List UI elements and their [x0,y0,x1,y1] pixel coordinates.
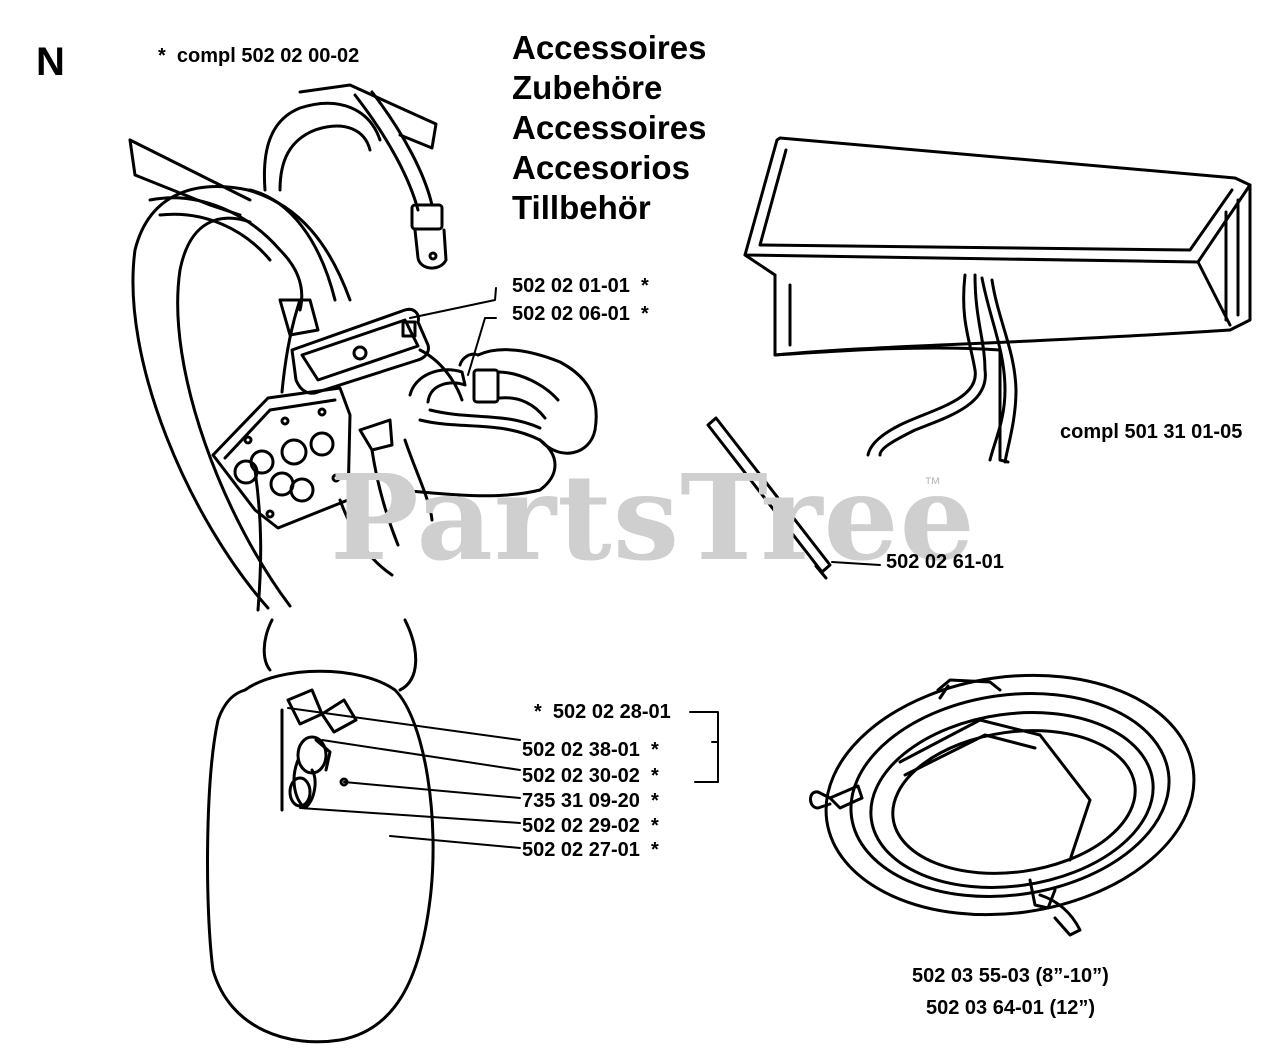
bag-compl-label: compl 501 31 01-05 [1060,421,1243,443]
title-german: Zubehöre [512,69,663,106]
guard-part-label: 502 03 55-03 (8”-10”) [912,965,1109,987]
watermark-text: PartsTree [330,448,976,587]
shield-part-label: 502 02 38-01 * [522,739,659,761]
guard-drawing [809,673,1196,937]
title-swedish: Tillbehör [512,189,651,226]
harness-drawing [128,83,598,692]
rod-part-label: 502 02 61-01 [886,551,1004,573]
harness-part-label: 502 02 01-01 * [512,275,649,297]
shield-part-label: 502 02 30-02 * [522,765,659,787]
shield-drawing [206,669,719,1044]
guard-part-label: 502 03 64-01 (12”) [926,997,1096,1019]
section-letter: N [36,40,65,84]
shield-part-label: 502 02 29-02 * [522,815,659,837]
shield-part-label: 502 02 27-01 * [522,839,659,861]
harness-part-label: 502 02 06-01 * [512,303,649,325]
bag-drawing [706,136,1252,580]
shield-part-label: 735 31 09-20 * [522,790,659,812]
harness-compl-label: * compl 502 02 00-02 [158,45,360,67]
title-english: Accessoires [512,109,707,146]
title-french: Accessoires [512,29,707,66]
watermark: PartsTree [330,448,976,587]
shield-group-label: * 502 02 28-01 [534,701,671,723]
title-spanish: Accesorios [512,149,690,186]
trademark-symbol: ™ [924,474,941,493]
